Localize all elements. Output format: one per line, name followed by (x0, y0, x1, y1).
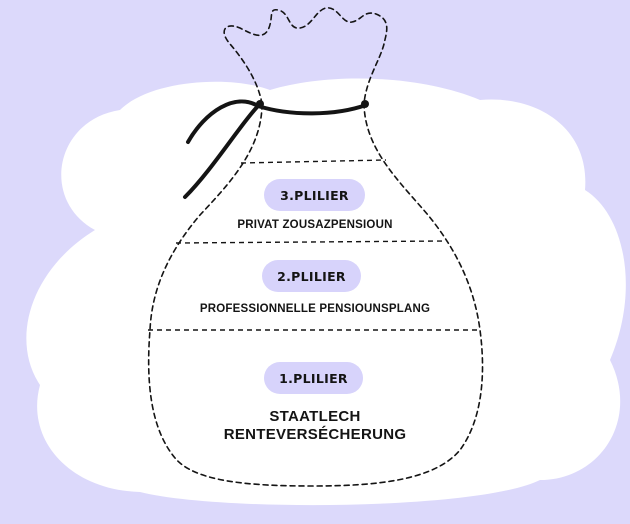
tier-1-label-line-1: STAATLECH (269, 408, 361, 425)
sack-outline (147, 103, 484, 487)
tier-1-label-line-2: RENTEVERSÉCHERUNG (223, 426, 407, 443)
tier-divider-top (240, 159, 387, 164)
tier-2-badge: 2.PLILIER (262, 260, 361, 292)
tier-1-label: STAATLECH RENTEVERSÉCHERUNG (0, 408, 630, 444)
drawstring-band (256, 103, 368, 116)
sack-top-ruffle (223, 7, 388, 105)
drawstring-tie-upper (186, 99, 260, 144)
tier-3-badge: 3.PLILIER (264, 179, 365, 211)
tier-3-label: PRIVAT ZOUSAZPENSIOUN (237, 219, 393, 231)
drawstring-tie-lower (183, 104, 260, 199)
tier-1-badge: 1.PLILIER (264, 362, 363, 394)
tier-2-label: PROFESSIONNELLE PENSIOUNSPLANG (199, 303, 431, 315)
drawstring-end (361, 100, 369, 108)
